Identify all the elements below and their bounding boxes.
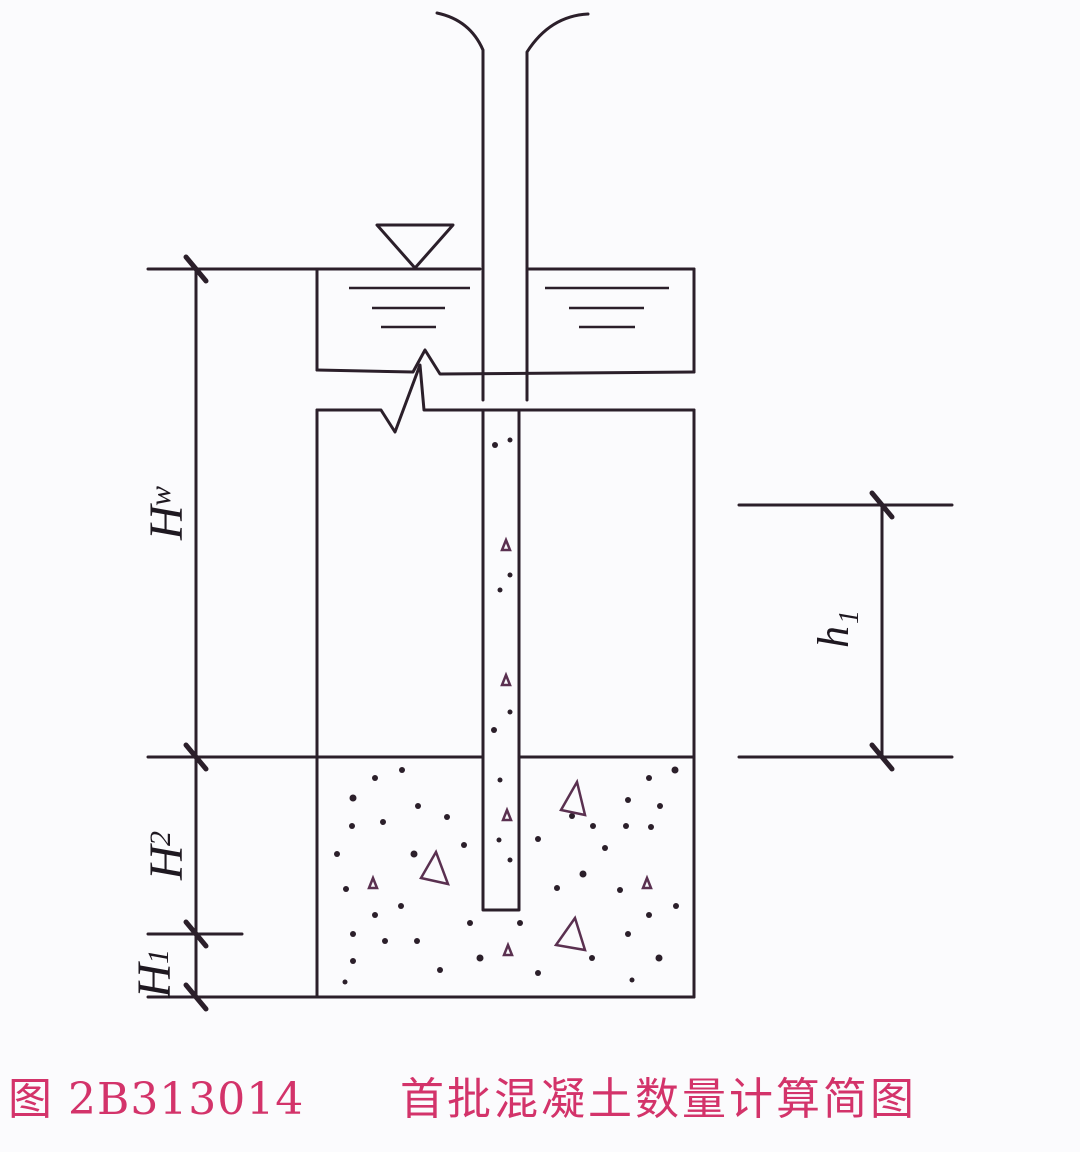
- concrete-calculation-diagram: H w H 2 H 1 h 1: [128, 11, 954, 1012]
- svg-text:H: H: [128, 961, 181, 999]
- water-casing: [146, 267, 696, 376]
- svg-text:w: w: [144, 486, 177, 506]
- figure-title: 首批混凝土数量计算简图: [400, 1074, 917, 1125]
- svg-text:2: 2: [144, 831, 177, 846]
- tremie-pipe: [435, 11, 590, 912]
- label-hw: H w: [140, 486, 193, 541]
- left-dimension-line: [183, 254, 209, 1012]
- figure-number: 图 2B313014: [8, 1074, 305, 1125]
- borehole: [146, 363, 696, 999]
- label-small-h1: h 1: [809, 610, 865, 648]
- figure-caption: 图 2B313014 首批混凝土数量计算简图: [0, 1055, 1080, 1135]
- svg-text:H: H: [140, 843, 193, 881]
- svg-text:1: 1: [142, 949, 175, 964]
- label-h1: H 1: [128, 949, 181, 999]
- svg-text:h: h: [809, 626, 858, 648]
- svg-text:H: H: [140, 503, 193, 541]
- h1-dimension-line: [737, 490, 954, 772]
- svg-text:1: 1: [834, 610, 865, 624]
- water-level-icon: [375, 223, 455, 270]
- concrete-fill: [334, 437, 679, 985]
- label-h2: H 2: [140, 831, 193, 881]
